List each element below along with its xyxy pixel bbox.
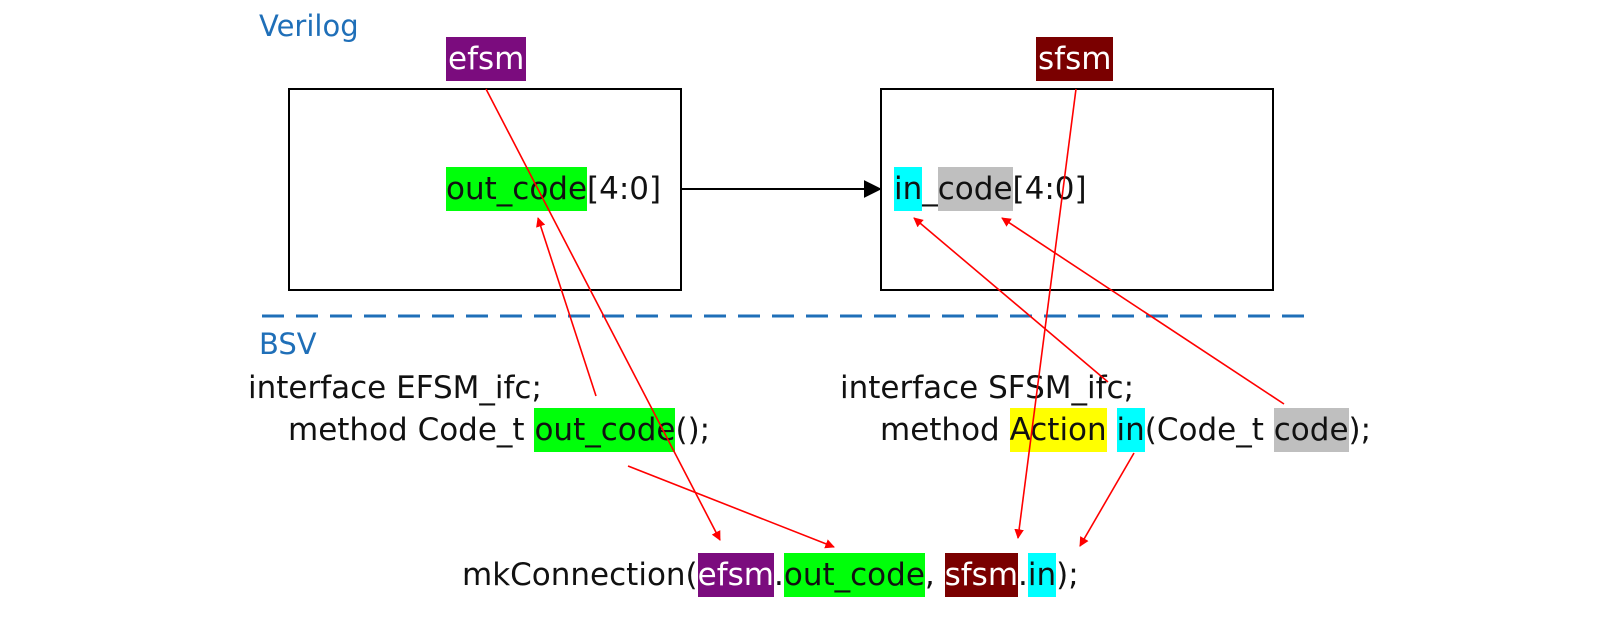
efsm-method-prefix: method Code_t bbox=[288, 412, 535, 448]
method-to-out-code-port-arrow bbox=[536, 217, 597, 397]
sfsm-interface-line2: method Action in(Code_t code); bbox=[880, 408, 1371, 452]
efsm-method-out-code: out_code bbox=[534, 408, 676, 452]
mkconnection-in: in bbox=[1027, 553, 1057, 597]
sfsm-to-connection-arrow bbox=[1014, 88, 1077, 539]
mkconnection-comma: , bbox=[924, 557, 945, 593]
efsm-output-port: out_code[4:0] bbox=[446, 167, 661, 211]
verilog-section-label: Verilog bbox=[259, 9, 359, 43]
mkconnection-sfsm: sfsm bbox=[944, 553, 1019, 597]
mkconnection-efsm: efsm bbox=[697, 553, 774, 597]
sfsm-method-prefix: method bbox=[880, 412, 1010, 448]
sfsm-method-mid: (Code_t bbox=[1144, 412, 1274, 448]
sfsm-method-action: Action bbox=[1009, 408, 1107, 452]
efsm-module-name: efsm bbox=[446, 37, 527, 81]
sfsm-port-separator: _ bbox=[922, 171, 938, 207]
method-in-to-connection-in-arrow bbox=[1079, 452, 1135, 547]
sfsm-input-port: in_code[4:0] bbox=[894, 167, 1087, 211]
sfsm-port-range: [4:0] bbox=[1012, 171, 1087, 207]
efsm-port-range: [4:0] bbox=[587, 171, 662, 207]
method-in-to-port-in-arrow bbox=[913, 217, 1109, 383]
efsm-module-box bbox=[288, 88, 682, 291]
bsv-section-label: BSV bbox=[259, 327, 317, 361]
sfsm-method-in: in bbox=[1116, 408, 1145, 452]
sfsm-method-arg-code: code bbox=[1273, 408, 1349, 452]
sfsm-port-in: in bbox=[894, 167, 923, 211]
method-to-connection-out-code-arrow bbox=[627, 465, 835, 549]
efsm-to-connection-arrow bbox=[485, 88, 721, 541]
arg-code-to-port-code-arrow bbox=[1001, 217, 1285, 405]
mkconnection-out-code: out_code bbox=[783, 553, 925, 597]
efsm-interface-line1: interface EFSM_ifc; bbox=[248, 370, 542, 406]
sfsm-interface-line1: interface SFSM_ifc; bbox=[840, 370, 1135, 406]
mkconnection-statement: mkConnection(efsm.out_code, sfsm.in); bbox=[462, 553, 1079, 597]
sfsm-module-name: sfsm bbox=[1036, 37, 1114, 81]
mkconnection-dot2: . bbox=[1018, 557, 1028, 593]
efsm-method-suffix: (); bbox=[675, 412, 711, 448]
mkconnection-suffix: ); bbox=[1056, 557, 1079, 593]
sfsm-method-suffix: ); bbox=[1348, 412, 1372, 448]
mkconnection-dot1: . bbox=[774, 557, 784, 593]
mkconnection-prefix: mkConnection( bbox=[462, 557, 698, 593]
sfsm-port-code: code bbox=[937, 167, 1013, 211]
efsm-port-out-code: out_code bbox=[446, 167, 588, 211]
efsm-interface-line2: method Code_t out_code(); bbox=[288, 408, 710, 452]
